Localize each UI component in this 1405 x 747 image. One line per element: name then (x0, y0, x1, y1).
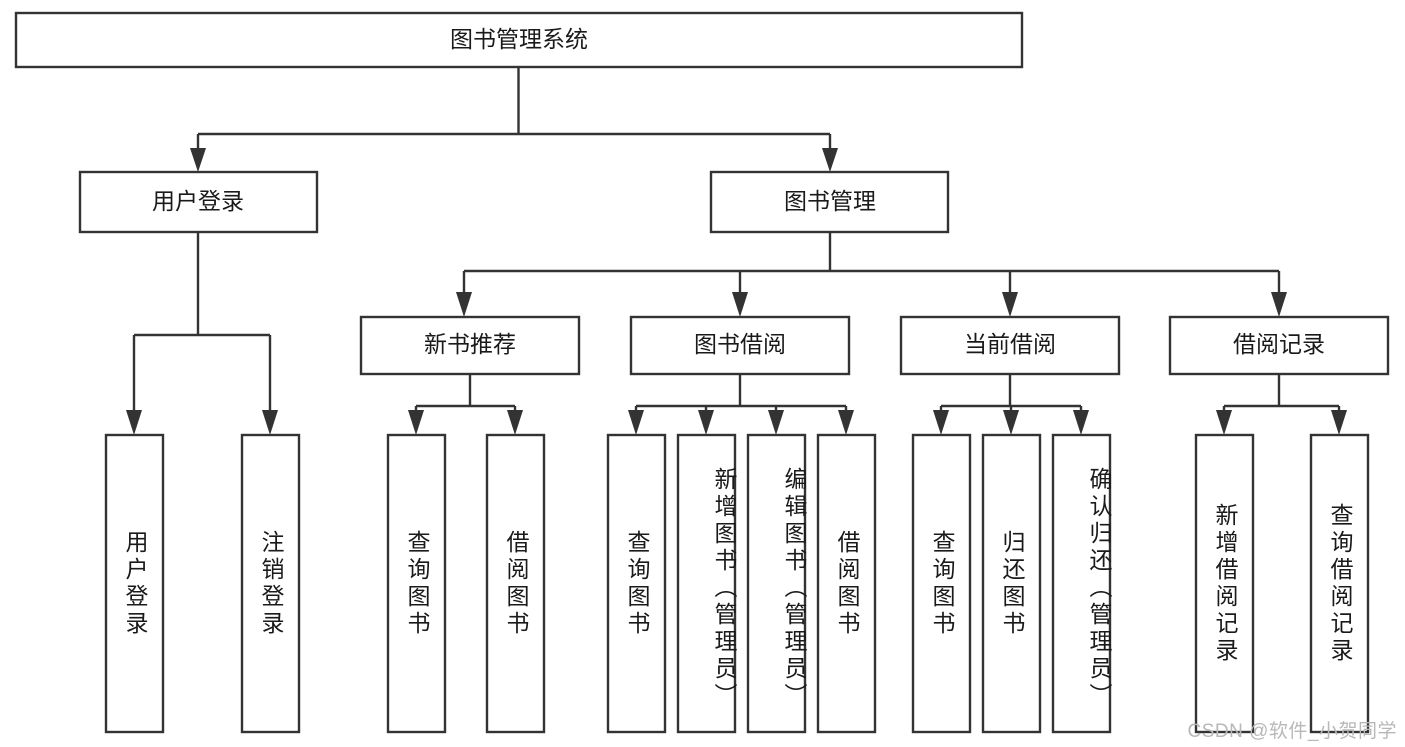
node-root[interactable]: 图书管理系统 (14, 11, 1024, 69)
node-current-borrow[interactable]: 当前借阅 (899, 315, 1121, 376)
arrow-head-current-borrow-leaf-2 (1003, 410, 1019, 435)
node-root-label: 图书管理系统 (450, 26, 588, 52)
node-book-management[interactable]: 图书管理 (709, 170, 950, 234)
arrow-head-book-mgmt (822, 148, 838, 172)
node-borrow-record-label: 借阅记录 (1233, 331, 1325, 357)
arrow-head-book-borrow-leaf-2 (698, 410, 714, 435)
node-user-login-label: 用户登录 (152, 188, 244, 214)
node-layer: 图书管理系统 用户登录 图书管理 新书推荐 图书借阅 当前 (14, 11, 1390, 734)
leaf-box-book-borrow-2[interactable] (746, 433, 807, 734)
arrow-head-user-login (190, 148, 206, 172)
arrow-head-current-borrow (1002, 292, 1018, 317)
node-current-borrow-label: 当前借阅 (964, 331, 1056, 357)
connector-layer (126, 67, 1347, 435)
leaf-box-book-borrow-0[interactable] (606, 433, 667, 734)
leaf-box-current-borrow-0[interactable] (911, 433, 972, 734)
arrow-head-book-borrow (732, 292, 748, 317)
leaf-box-user-login-1[interactable] (240, 433, 301, 734)
node-book-borrow[interactable]: 图书借阅 (629, 315, 851, 376)
leaf-box-book-borrow-1[interactable] (676, 433, 737, 734)
arrow-head-borrow-record-leaf-2 (1331, 410, 1347, 435)
arrow-head-current-borrow-leaf-1 (933, 410, 949, 435)
arrow-head-borrow-record (1271, 292, 1287, 317)
node-user-login[interactable]: 用户登录 (78, 170, 319, 234)
arrow-head-borrow-record-leaf-1 (1216, 410, 1232, 435)
node-borrow-record[interactable]: 借阅记录 (1168, 315, 1390, 376)
node-book-borrow-label: 图书借阅 (694, 331, 786, 357)
leaf-box-user-login-0[interactable] (104, 433, 165, 734)
leaf-box-book-borrow-3[interactable] (816, 433, 877, 734)
watermark-text: CSDN @软件_小贺同学 (1187, 721, 1397, 742)
node-book-management-label: 图书管理 (784, 188, 876, 214)
leaf-box-new-book-0[interactable] (386, 433, 447, 734)
arrow-head-new-book (456, 292, 472, 317)
leaf-box-new-book-1[interactable] (485, 433, 546, 734)
leaf-box-current-borrow-2[interactable] (1051, 433, 1112, 734)
arrow-head-book-borrow-leaf-4 (838, 410, 854, 435)
arrow-head-leaf-user-login (126, 410, 142, 435)
node-new-book-recommend-label: 新书推荐 (424, 331, 516, 357)
leaf-box-current-borrow-1[interactable] (981, 433, 1042, 734)
arrow-head-current-borrow-leaf-3 (1073, 410, 1089, 435)
arrow-head-leaf-logout (262, 410, 278, 435)
node-new-book-recommend[interactable]: 新书推荐 (359, 315, 581, 376)
arrow-head-book-borrow-leaf-1 (628, 410, 644, 435)
leaf-box-borrow-record-0[interactable] (1194, 433, 1255, 734)
arrow-head-new-book-leaf-2 (507, 410, 523, 435)
arrow-head-new-book-leaf-1 (408, 410, 424, 435)
arrow-head-book-borrow-leaf-3 (768, 410, 784, 435)
leaf-box-borrow-record-1[interactable] (1309, 433, 1370, 734)
